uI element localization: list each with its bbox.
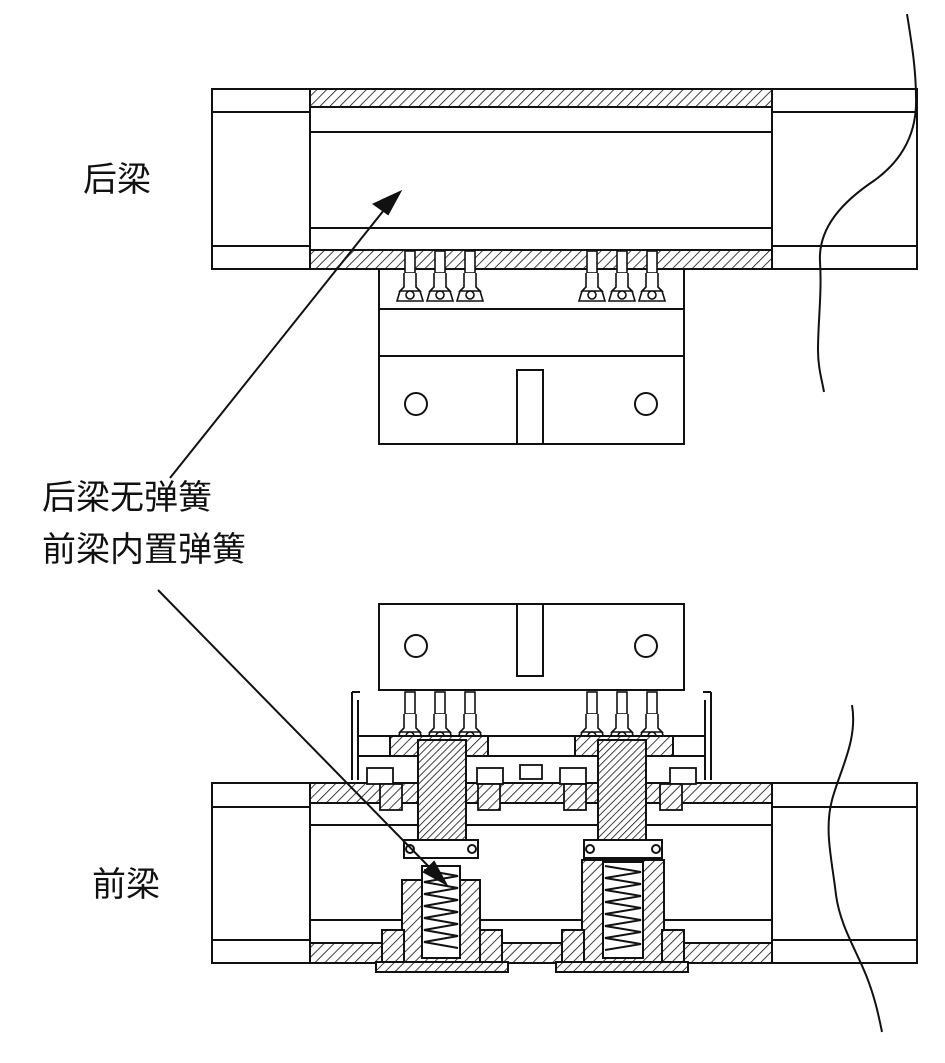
break-line-top bbox=[816, 13, 918, 393]
front-beam-label: 前梁 bbox=[92, 865, 160, 905]
callout-rear-no-spring: 后梁无弹簧 bbox=[42, 478, 212, 518]
rear-beam bbox=[211, 88, 918, 270]
front-clamp-block bbox=[378, 603, 685, 691]
left-spring-assembly bbox=[375, 739, 509, 973]
callout-front-built-in-spring: 前梁内置弹簧 bbox=[42, 530, 246, 570]
fasteners bbox=[366, 764, 697, 811]
leader-lines bbox=[157, 189, 449, 887]
front-beam bbox=[211, 782, 918, 964]
right-spring-assembly bbox=[555, 739, 689, 973]
rear-clamp-block bbox=[378, 268, 685, 445]
break-line-bottom bbox=[827, 704, 883, 1033]
front-clips bbox=[396, 691, 666, 743]
rear-beam-label: 后梁 bbox=[83, 160, 151, 200]
